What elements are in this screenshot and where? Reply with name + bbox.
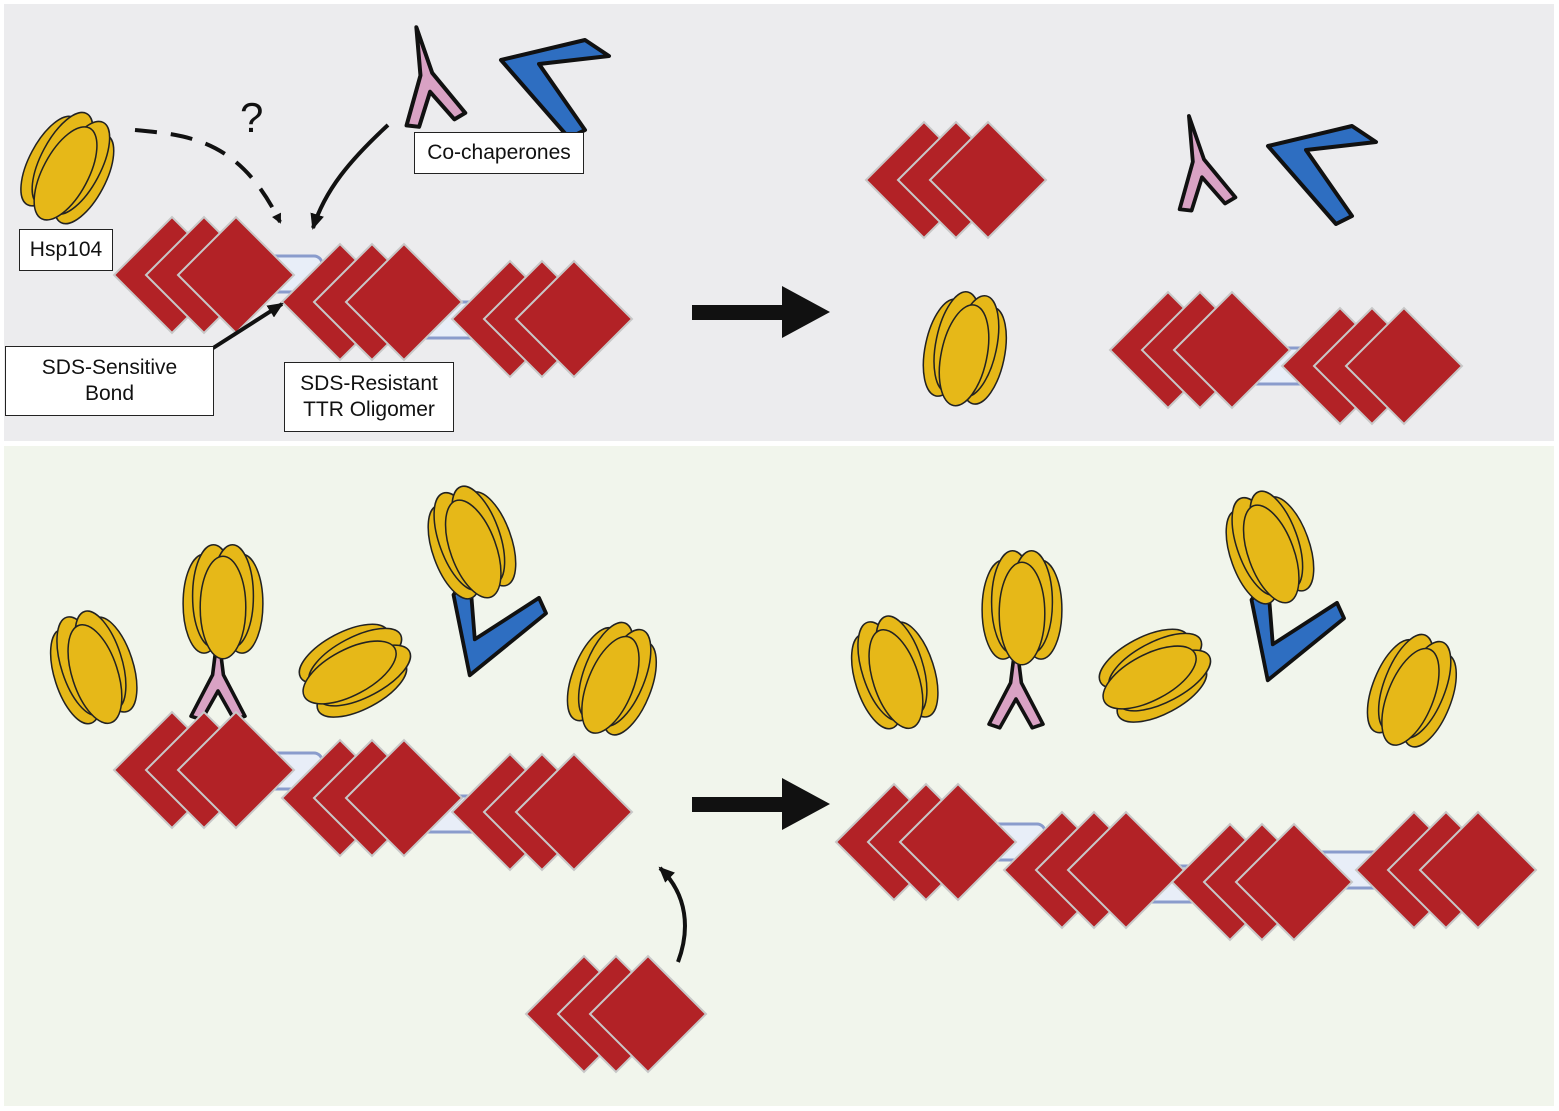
sds-resistant-oligomer-label: SDS-Resistant TTR Oligomer <box>284 362 454 432</box>
hsp104-hexamer-icon <box>36 601 150 736</box>
process-arrow-icon <box>692 778 830 830</box>
ttr-tetramer-icon <box>1281 307 1463 425</box>
co-chaperones-label: Co-chaperones <box>414 132 584 174</box>
blue-cochaperone-icon <box>499 38 611 140</box>
hsp104-hexamer-icon <box>1211 480 1328 617</box>
hsp104-hexamer-icon <box>5 98 131 239</box>
ttr-tetramer-icon <box>835 783 1017 901</box>
ttr-tetramer-icon <box>525 955 707 1073</box>
process-arrow-icon <box>692 286 830 338</box>
cochaperone-arrow-icon <box>310 123 390 230</box>
hsp104-hexamer-icon <box>1353 622 1472 761</box>
ttr-tetramer-icon <box>113 711 295 829</box>
ttr-tetramer-icon <box>1109 291 1291 409</box>
ttr-tetramer-icon <box>451 753 633 871</box>
dashed-arrow-icon <box>134 128 282 224</box>
question-mark: ? <box>240 94 263 141</box>
hsp104-hexamer-icon <box>553 610 672 749</box>
hsp104-hexamer-icon <box>182 544 264 660</box>
ttr-tetramer-icon <box>1171 823 1353 941</box>
pink-cochaperone-icon <box>385 18 469 132</box>
hsp104-label: Hsp104 <box>19 229 113 271</box>
ttr-tetramer-icon <box>1355 811 1537 929</box>
bond-pointer-arrow-icon <box>208 302 284 352</box>
sds-sensitive-bond-label: SDS-Sensitive Bond <box>5 346 214 416</box>
ttr-tetramer-icon <box>451 260 633 378</box>
blue-cochaperone-icon <box>1266 124 1378 226</box>
hsp104-hexamer-icon <box>1084 612 1225 738</box>
pink-cochaperone-icon <box>1159 108 1239 215</box>
hsp104-hexamer-icon <box>413 475 530 612</box>
hsp104-hexamer-icon <box>284 607 425 733</box>
incoming-tetramer-arrow-icon <box>658 866 687 963</box>
hsp104-hexamer-icon <box>913 284 1017 415</box>
hsp104-hexamer-icon <box>837 606 951 741</box>
hsp104-hexamer-icon <box>981 550 1063 666</box>
ttr-tetramer-icon <box>865 121 1047 239</box>
